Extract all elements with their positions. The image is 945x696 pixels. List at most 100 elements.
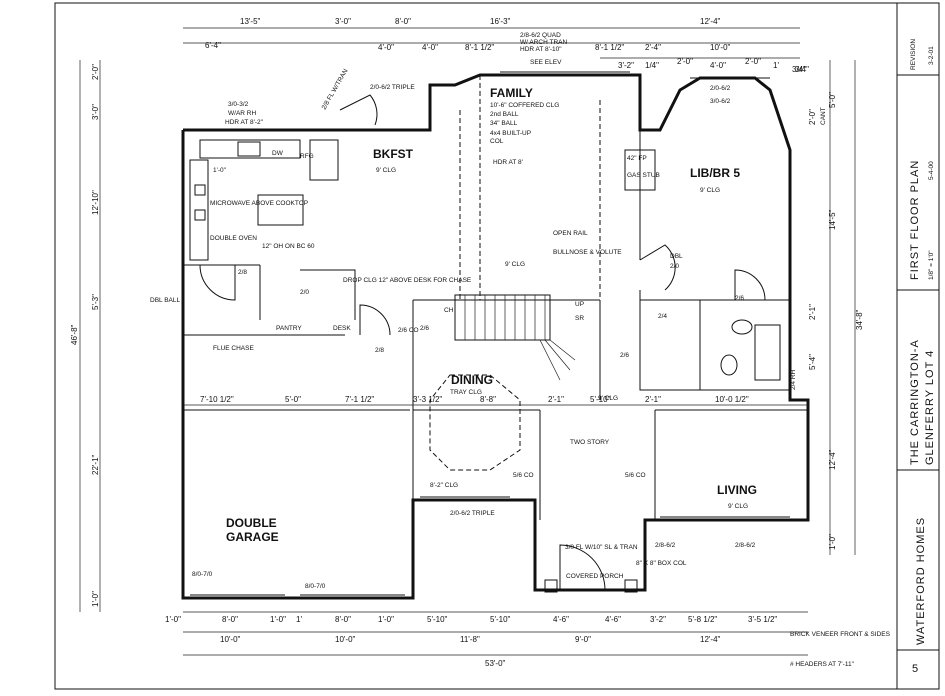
room-family: FAMILY bbox=[490, 86, 533, 100]
dim-right: 2'-0" bbox=[808, 109, 817, 125]
svg-text:34" BALL: 34" BALL bbox=[490, 120, 518, 127]
door-swings bbox=[199, 94, 766, 591]
svg-text:HDR AT 8'-10": HDR AT 8'-10" bbox=[520, 46, 562, 53]
dimension-lines bbox=[79, 27, 856, 656]
kitchen-fixtures bbox=[189, 139, 339, 261]
lot-name: GLENFERRY LOT 4 bbox=[924, 350, 936, 465]
tray-ceiling bbox=[429, 374, 521, 471]
bottom-dimensions: 1'-0" 8'-0" 1'-0" 1' 8'-0" 1'-0" 5'-10" … bbox=[165, 615, 777, 668]
right-dimensions: 3/4" 5'-0" 2'-0" 14'-5" 2'-1" 5'-4" 12'-… bbox=[795, 65, 864, 550]
dim-top3: 4'-0" bbox=[710, 61, 726, 70]
dim-bottom: 4'-6" bbox=[605, 615, 621, 624]
svg-text:2/6: 2/6 bbox=[735, 295, 744, 302]
svg-text:8'-2" CLG: 8'-2" CLG bbox=[430, 482, 458, 489]
dim-top3: 3'-2" bbox=[618, 61, 634, 70]
svg-text:2/0: 2/0 bbox=[300, 289, 309, 296]
dim-bottom2: 12'-4" bbox=[700, 635, 721, 644]
middle-dimensions: 7'-10 1/2" 5'-0" 7'-1 1/2" 3'-3 1/2" 8'-… bbox=[200, 395, 749, 404]
dim-top2: 8'-1 1/2" bbox=[595, 43, 624, 52]
sheet-number: 5 bbox=[912, 663, 919, 675]
stairs bbox=[454, 294, 576, 381]
svg-text:HDR AT 8'-2": HDR AT 8'-2" bbox=[225, 119, 264, 126]
room-desk: DESK bbox=[333, 325, 351, 332]
svg-text:5/6 CO: 5/6 CO bbox=[625, 472, 646, 479]
svg-text:OPEN RAIL: OPEN RAIL bbox=[553, 230, 588, 237]
dim-left: 22'-1" bbox=[91, 454, 100, 475]
svg-text:2/6 CO: 2/6 CO bbox=[398, 327, 419, 334]
dim-top3: 2'-0" bbox=[677, 57, 693, 66]
svg-text:DROP CLG 12" ABOVE DESK FOR CH: DROP CLG 12" ABOVE DESK FOR CHASE bbox=[343, 277, 472, 284]
left-dimensions: 2'-0" 3'-0" 12'-10" 5'-3" 22'-1" 1'-0" 4… bbox=[70, 64, 100, 607]
dim-bottom: 8'-0" bbox=[222, 615, 238, 624]
svg-text:9' CLG: 9' CLG bbox=[598, 395, 618, 402]
svg-text:2nd BALL: 2nd BALL bbox=[490, 111, 519, 118]
dim-right: 5'-4" bbox=[808, 354, 817, 370]
title-block-frame bbox=[896, 2, 940, 690]
dim-bottom: 1'-0" bbox=[165, 615, 181, 624]
dim-right: 5'-0" bbox=[828, 92, 837, 108]
svg-text:# HEADERS AT 7'-11": # HEADERS AT 7'-11" bbox=[790, 661, 855, 668]
dim-left: 2'-0" bbox=[91, 64, 100, 80]
top-dimensions: 13'-5" 3'-0" 8'-0" 16'-3" 12'-4" 6'-4" 4… bbox=[205, 17, 806, 74]
svg-text:RFG: RFG bbox=[300, 153, 314, 160]
svg-text:2/0-6/2: 2/0-6/2 bbox=[710, 85, 731, 92]
dim-mid: 7'-1 1/2" bbox=[345, 395, 374, 404]
dim-top: 13'-5" bbox=[240, 17, 261, 26]
dim-mid: 2'-1" bbox=[645, 395, 661, 404]
svg-text:5/6 CO: 5/6 CO bbox=[513, 472, 534, 479]
sheet-date: 5-4-00 bbox=[928, 161, 935, 180]
svg-text:9' CLG: 9' CLG bbox=[728, 503, 748, 510]
svg-text:9' CLG: 9' CLG bbox=[700, 187, 720, 194]
dim-left: 1'-0" bbox=[91, 591, 100, 607]
interior-walls bbox=[183, 75, 808, 520]
svg-text:2/0-6/2 TRIPLE: 2/0-6/2 TRIPLE bbox=[370, 84, 415, 91]
two-story-label: TWO STORY bbox=[570, 439, 610, 446]
revision-label: REVISION bbox=[910, 39, 917, 70]
dim-left-total: 46'-8" bbox=[70, 324, 79, 345]
title-block: REVISION 3-2-01 FIRST FLOOR PLAN 5-4-00 … bbox=[897, 39, 939, 675]
dim-top3: 1/4" bbox=[645, 61, 659, 70]
dim-right: 12'-4" bbox=[828, 449, 837, 470]
dim-top: 3'-0" bbox=[335, 17, 351, 26]
svg-text:9' CLG: 9' CLG bbox=[376, 167, 396, 174]
svg-text:2/4 RH: 2/4 RH bbox=[790, 369, 797, 390]
svg-text:10'-6" COFFERED CLG: 10'-6" COFFERED CLG bbox=[490, 102, 559, 109]
dim-bottom: 5'-8 1/2" bbox=[688, 615, 717, 624]
dim-top3: 3/4" bbox=[792, 65, 806, 74]
dim-bottom2: 11'-8" bbox=[460, 635, 480, 644]
dim-mid: 3'-3 1/2" bbox=[413, 395, 442, 404]
svg-text:3/0 FL W/10" SL & TRAN: 3/0 FL W/10" SL & TRAN bbox=[565, 544, 638, 551]
sheet-title: FIRST FLOOR PLAN bbox=[909, 160, 921, 280]
dim-mid: 8'-8" bbox=[480, 395, 496, 404]
dim-top2: 6'-4" bbox=[205, 41, 221, 50]
svg-text:W/AR RH: W/AR RH bbox=[228, 110, 256, 117]
room-garage: DOUBLE bbox=[226, 516, 277, 530]
svg-text:8" X 8" BOX COL: 8" X 8" BOX COL bbox=[636, 560, 687, 567]
svg-text:COL: COL bbox=[490, 138, 504, 145]
svg-text:3/0-3/2: 3/0-3/2 bbox=[228, 101, 249, 108]
svg-text:2/8 FL W/TRAN: 2/8 FL W/TRAN bbox=[321, 68, 350, 111]
svg-text:2/8-6/2 QUAD: 2/8-6/2 QUAD bbox=[520, 32, 561, 39]
svg-text:8/0-7/0: 8/0-7/0 bbox=[305, 583, 326, 590]
svg-text:CH: CH bbox=[444, 307, 454, 314]
svg-text:2/4: 2/4 bbox=[658, 313, 667, 320]
room-garage: GARAGE bbox=[226, 530, 279, 544]
dim-top3: 1' bbox=[773, 61, 779, 70]
room-labels: FAMILY BKFST LIB/BR 5 DINING LIVING DOUB… bbox=[226, 86, 757, 544]
svg-text:2/8: 2/8 bbox=[375, 347, 384, 354]
dim-left: 3'-0" bbox=[91, 104, 100, 120]
svg-text:2/8: 2/8 bbox=[238, 269, 247, 276]
room-pantry: PANTRY bbox=[276, 325, 302, 332]
dim-bottom2: 10'-0" bbox=[335, 635, 356, 644]
svg-text:HDR AT 8': HDR AT 8' bbox=[493, 159, 523, 166]
svg-text:DOUBLE OVEN: DOUBLE OVEN bbox=[210, 235, 257, 242]
dim-bottom: 5'-10" bbox=[490, 615, 511, 624]
dim-right: 2'-1" bbox=[808, 304, 817, 320]
svg-text:BRICK VENEER FRONT & SIDES: BRICK VENEER FRONT & SIDES bbox=[790, 631, 891, 638]
svg-text:UP: UP bbox=[575, 301, 584, 308]
bath-fixtures bbox=[720, 319, 781, 381]
svg-text:MICROWAVE ABOVE COOKTOP: MICROWAVE ABOVE COOKTOP bbox=[210, 200, 308, 207]
dim-bottom: 1'-0" bbox=[270, 615, 286, 624]
dim-top: 8'-0" bbox=[395, 17, 411, 26]
svg-text:BULLNOSE & VOLUTE: BULLNOSE & VOLUTE bbox=[553, 249, 622, 256]
